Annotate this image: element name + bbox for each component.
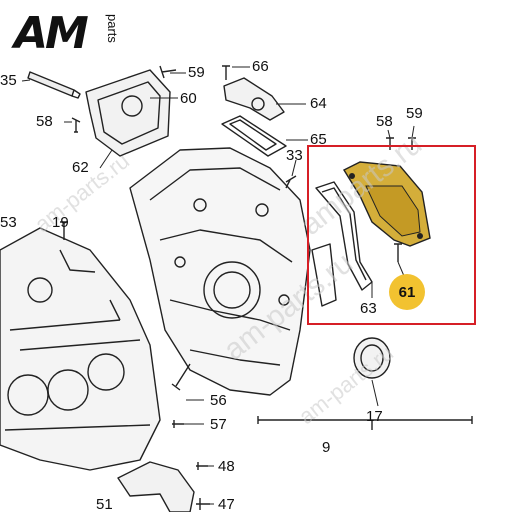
callout-57: 57 [210,416,227,433]
stud-61 [394,243,402,262]
cylinder-bore-2 [47,369,89,411]
callout-61-badge[interactable]: 61 [389,274,425,310]
callout-62: 62 [72,159,89,176]
bracket-64 [223,77,285,121]
highlight-frame [307,145,476,325]
crank-seal-bore [203,261,261,319]
callout-60: 60 [180,90,197,107]
callout-35: 35 [0,72,17,89]
callout-66: 66 [252,58,269,75]
callout-17: 17 [366,408,383,425]
callout-58: 58 [36,113,53,130]
callout-51: 51 [96,496,113,513]
bolt-19 [60,221,68,240]
stud-66 [222,65,230,80]
callout-33: 33 [286,147,303,164]
callout-65: 65 [310,131,327,148]
callout-48: 48 [218,458,235,475]
callout-53: 53 [0,214,17,231]
callout-63: 63 [360,300,377,317]
callout-47: 47 [218,496,235,513]
callout-9: 9 [322,439,331,456]
logo-subtext: parts [105,14,120,43]
engine-block [0,227,161,471]
bracket-51 [117,461,195,512]
logo-wordmark: AM [14,8,89,59]
cylinder-bore-3 [87,353,125,391]
bolt-47 [196,498,210,510]
gasket-65 [221,115,287,157]
cover-61 [343,161,431,247]
bolt-59-top [159,65,177,79]
bolt-56 [171,363,191,391]
am-parts-logo[interactable]: AM parts [14,8,144,60]
callout-58: 58 [376,113,393,130]
callout-59: 59 [188,64,205,81]
bolt-33 [285,175,297,189]
timing-cover-left [85,69,171,157]
callout-59: 59 [406,105,423,122]
timing-case [129,147,311,396]
sealant-tube [27,71,81,99]
cylinder-bore-4 [27,277,53,303]
callout-61: 61 [398,283,416,301]
seal-ring-17 [353,337,391,379]
callout-56: 56 [210,392,227,409]
callout-19: 19 [52,214,69,231]
callout-64: 64 [310,95,327,112]
bolt-58-left [71,117,81,133]
